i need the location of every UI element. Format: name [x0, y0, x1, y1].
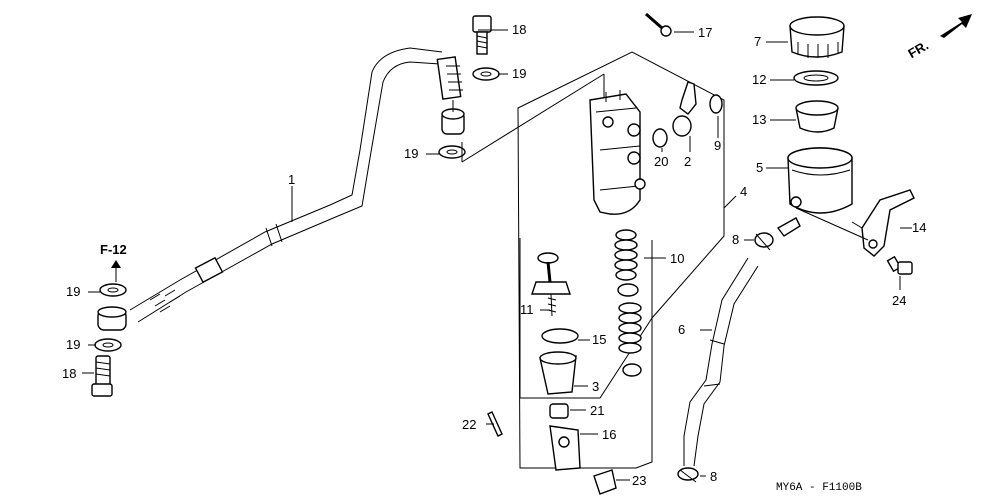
callout-7: 7 — [754, 34, 761, 49]
callout-23: 23 — [632, 473, 646, 488]
reservoir-hose — [683, 257, 759, 467]
callout-15: 15 — [592, 332, 606, 347]
callout-13: 13 — [752, 112, 766, 127]
front-direction-arrow — [940, 14, 972, 38]
reservoir-cap — [789, 16, 845, 58]
circlip — [709, 94, 723, 114]
lower-banjo-bolt — [91, 355, 113, 397]
lower-banjo-fitting — [97, 306, 127, 331]
diagram-code: MY6A - F1100B — [776, 482, 862, 494]
upper-banjo-bolt — [472, 15, 492, 55]
mounting-screw — [645, 12, 672, 37]
callout-1: 1 — [288, 172, 295, 187]
callout-22: 22 — [462, 417, 476, 432]
callout-19-lower-b: 19 — [66, 337, 80, 352]
callout-20: 20 — [654, 154, 668, 169]
piston-assembly — [618, 302, 642, 354]
reservoir-outlet — [776, 217, 801, 237]
callout-labels: 1 2 3 4 5 6 7 8 8 9 10 11 12 13 14 15 16… — [62, 22, 926, 488]
front-marker-label: FR. — [905, 38, 931, 61]
spring-seat — [617, 283, 639, 297]
piston-cup — [622, 363, 642, 377]
callout-8-upper: 8 — [732, 232, 739, 247]
return-spring — [614, 229, 638, 281]
piston-kit-outline — [519, 238, 653, 399]
push-rod — [531, 252, 571, 317]
callout-14: 14 — [912, 220, 926, 235]
callout-18-upper: 18 — [512, 22, 526, 37]
callout-21: 21 — [590, 403, 604, 418]
o-ring — [652, 128, 668, 148]
callout-19-upper: 19 — [512, 66, 526, 81]
hose-clip-upper — [754, 232, 774, 251]
section-reference-label: F-12 — [100, 242, 127, 257]
callout-11: 11 — [520, 302, 534, 317]
reservoir-diaphragm — [795, 100, 839, 133]
callout-24: 24 — [892, 293, 906, 308]
reservoir — [787, 147, 853, 214]
callout-9: 9 — [714, 138, 721, 153]
joint-nut — [549, 403, 569, 419]
callout-5: 5 — [756, 160, 763, 175]
master-cylinder-body — [589, 90, 646, 215]
hose-clip-lower — [677, 467, 699, 483]
callout-2: 2 — [684, 154, 691, 169]
reservoir-stay — [861, 189, 915, 257]
callout-10: 10 — [670, 251, 684, 266]
upper-banjo-fitting — [441, 100, 465, 135]
callout-17: 17 — [698, 25, 712, 40]
diaphragm-plate — [793, 70, 839, 86]
lower-sealing-washer-b — [94, 338, 122, 352]
callout-16: 16 — [602, 427, 616, 442]
joint-pin — [593, 469, 617, 495]
brake-hose — [129, 47, 463, 323]
cotter-pin — [487, 411, 503, 437]
leader-lines — [82, 29, 912, 481]
callout-4: 4 — [740, 184, 747, 199]
push-rod-clevis — [549, 425, 581, 471]
callout-8-lower: 8 — [710, 469, 717, 484]
stay-bolt — [886, 255, 913, 275]
callout-19-middle: 19 — [404, 146, 418, 161]
callout-3: 3 — [592, 379, 599, 394]
retaining-ring — [541, 328, 579, 344]
callout-6: 6 — [678, 322, 685, 337]
section-reference-arrow — [111, 260, 121, 282]
upper-sealing-washer — [472, 67, 500, 81]
lower-sealing-washer-a — [99, 283, 127, 297]
hose-joint — [672, 81, 697, 137]
lower-sealing-washer-top — [438, 145, 466, 159]
callout-18-lower: 18 — [62, 366, 76, 381]
callout-12: 12 — [752, 72, 766, 87]
callout-19-lower-a: 19 — [66, 284, 80, 299]
